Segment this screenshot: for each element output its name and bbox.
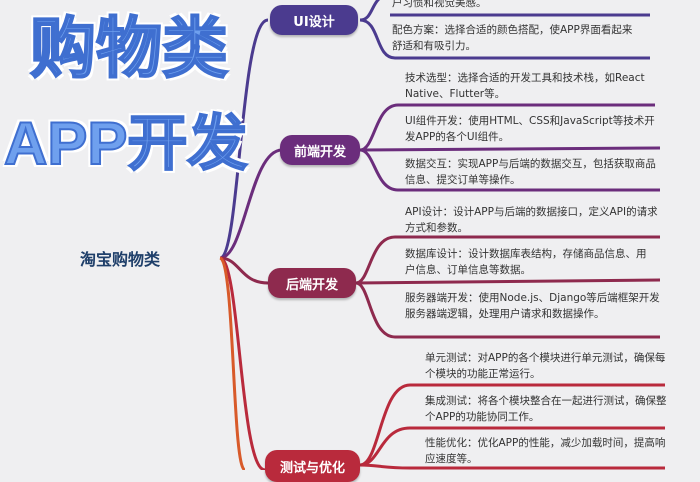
title-overlay-line1: 购物类 bbox=[29, 10, 229, 86]
branch-label: 测试与优化 bbox=[279, 460, 345, 476]
branch-label: 前端开发 bbox=[293, 144, 346, 160]
leaf-text: API设计：设计APP与后端的数据接口，定义API的请求方式和参数。 bbox=[405, 206, 658, 234]
title-overlay-line2: APP开发 bbox=[3, 109, 248, 178]
leaf-text: 集成测试：将各个模块整合在一起进行测试，确保整个APP的功能协同工作。 bbox=[425, 395, 667, 423]
leaf-text: 单元测试：对APP的各个模块进行单元测试，确保每个模块的功能正常运行。 bbox=[425, 352, 666, 380]
leaf-text: 数据交互：实现APP与后端的数据交互，包括获取商品信息、提交订单等操作。 bbox=[405, 158, 656, 186]
leaf-text: 户习惯和视觉美感。 bbox=[392, 0, 487, 9]
branch-frontend: 前端开发 bbox=[280, 135, 360, 165]
branch-backend: 后端开发 bbox=[268, 268, 356, 298]
leaf-text: 技术选型：选择合适的开发工具和技术栈，如React Native、Flutter… bbox=[405, 72, 645, 100]
branch-label: 后端开发 bbox=[285, 277, 338, 293]
connector-lines bbox=[218, 0, 665, 470]
leaf-text: 性能优化：优化APP的性能，减少加载时间，提高响应速度等。 bbox=[425, 437, 666, 465]
leaf-text: 数据库设计：设计数据库表结构，存储商品信息、用户信息、订单信息等数据。 bbox=[405, 248, 647, 276]
leaf-text: 服务器端开发：使用Node.js、Django等后端框架开发服务器端逻辑，处理用… bbox=[405, 292, 660, 320]
leaf-text: 配色方案：选择合适的颜色搭配，使APP界面看起来舒适和有吸引力。 bbox=[392, 24, 633, 52]
root-node: 淘宝购物类 bbox=[80, 250, 161, 269]
branch-testing: 测试与优化 bbox=[265, 450, 360, 482]
branch-ui-design: UI设计 bbox=[270, 5, 358, 35]
leaf-text: UI组件开发：使用HTML、CSS和JavaScript等技术开发APP的各个U… bbox=[405, 115, 655, 143]
branch-label: UI设计 bbox=[293, 14, 335, 30]
